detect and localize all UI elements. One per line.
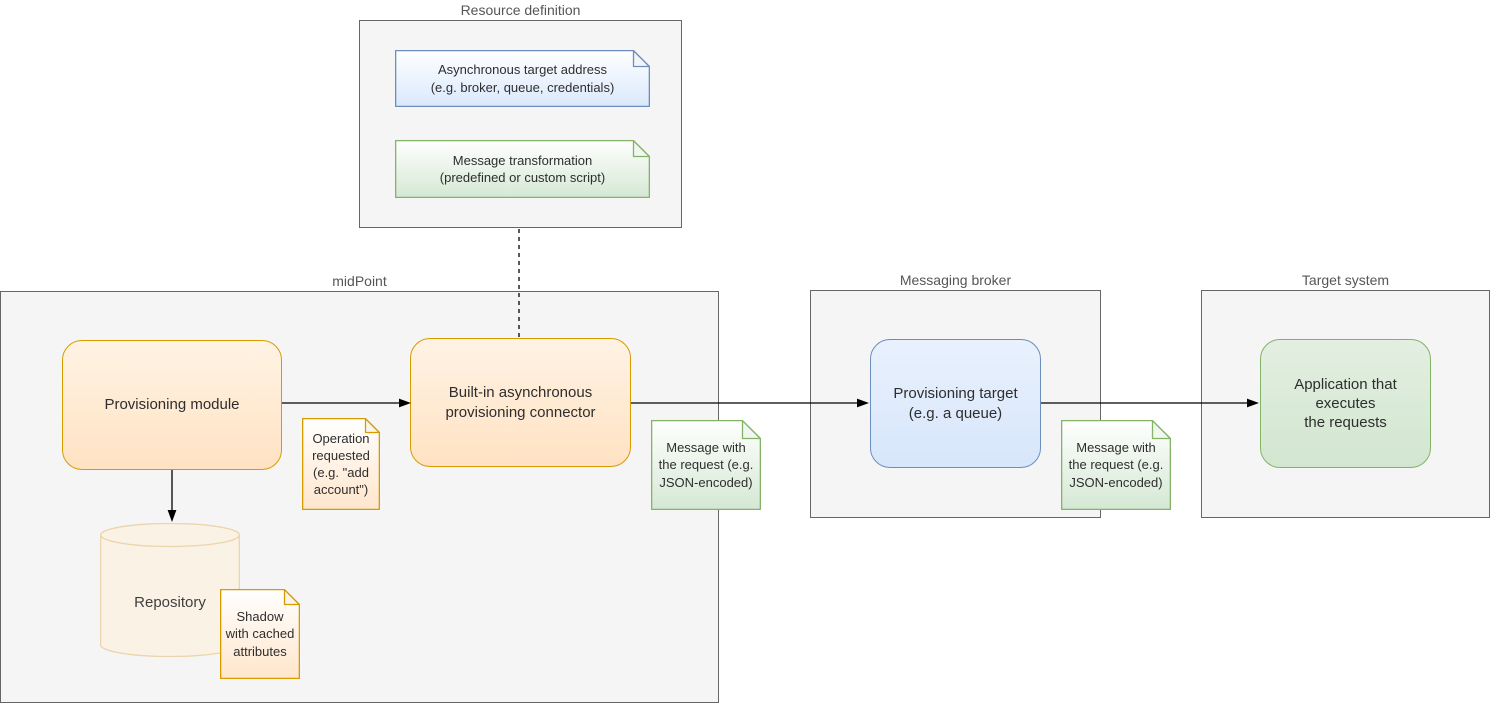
note-async-target-address-text: Asynchronous target address (e.g. broker… — [430, 62, 615, 95]
note-shape — [651, 420, 761, 510]
node-repository-cylinder — [100, 522, 240, 658]
note-message-transformation: Message transformation (predefined or cu… — [395, 140, 650, 198]
node-builtin-connector: Built-in asynchronous provisioning conne… — [410, 338, 631, 467]
container-label-resource-definition: Resource definition — [460, 2, 581, 18]
note-message-request-2-text: Message with the request (e.g. JSON-enco… — [1068, 440, 1164, 490]
note-shape — [395, 140, 650, 198]
node-provisioning-target-label: Provisioning target (e.g. a queue) — [893, 385, 1018, 422]
note-async-target-address: Asynchronous target address (e.g. broker… — [395, 50, 650, 107]
note-message-request-2: Message with the request (e.g. JSON-enco… — [1061, 420, 1171, 510]
node-provisioning-module-label: Provisioning module — [104, 396, 240, 414]
container-label-messaging-broker: Messaging broker — [899, 272, 1012, 288]
note-operation-requested-text: Operation requested (e.g. "add account") — [312, 430, 370, 498]
node-builtin-connector-label: Built-in asynchronous provisioning conne… — [445, 384, 596, 421]
note-operation-requested: Operation requested (e.g. "add account") — [302, 418, 380, 510]
note-message-request-1: Message with the request (e.g. JSON-enco… — [651, 420, 761, 510]
cylinder-shape — [100, 522, 240, 658]
node-provisioning-module: Provisioning module — [62, 340, 282, 470]
note-shadow-cached-attributes: Shadow with cached attributes — [220, 589, 300, 679]
note-shape — [395, 50, 650, 107]
node-provisioning-target: Provisioning target (e.g. a queue) — [870, 339, 1041, 468]
node-repository-label: Repository — [134, 594, 206, 611]
note-shape — [302, 418, 380, 510]
node-application: Application that executes the requests — [1260, 339, 1431, 468]
note-shape — [220, 589, 300, 679]
container-label-midpoint: midPoint — [332, 273, 387, 289]
node-application-label: Application that executes the requests — [1294, 375, 1397, 432]
note-shadow-cached-attributes-text: Shadow with cached attributes — [225, 609, 295, 659]
container-label-target-system: Target system — [1301, 272, 1390, 288]
note-shape — [1061, 420, 1171, 510]
note-message-transformation-text: Message transformation (predefined or cu… — [439, 152, 606, 185]
note-message-request-1-text: Message with the request (e.g. JSON-enco… — [658, 440, 754, 490]
